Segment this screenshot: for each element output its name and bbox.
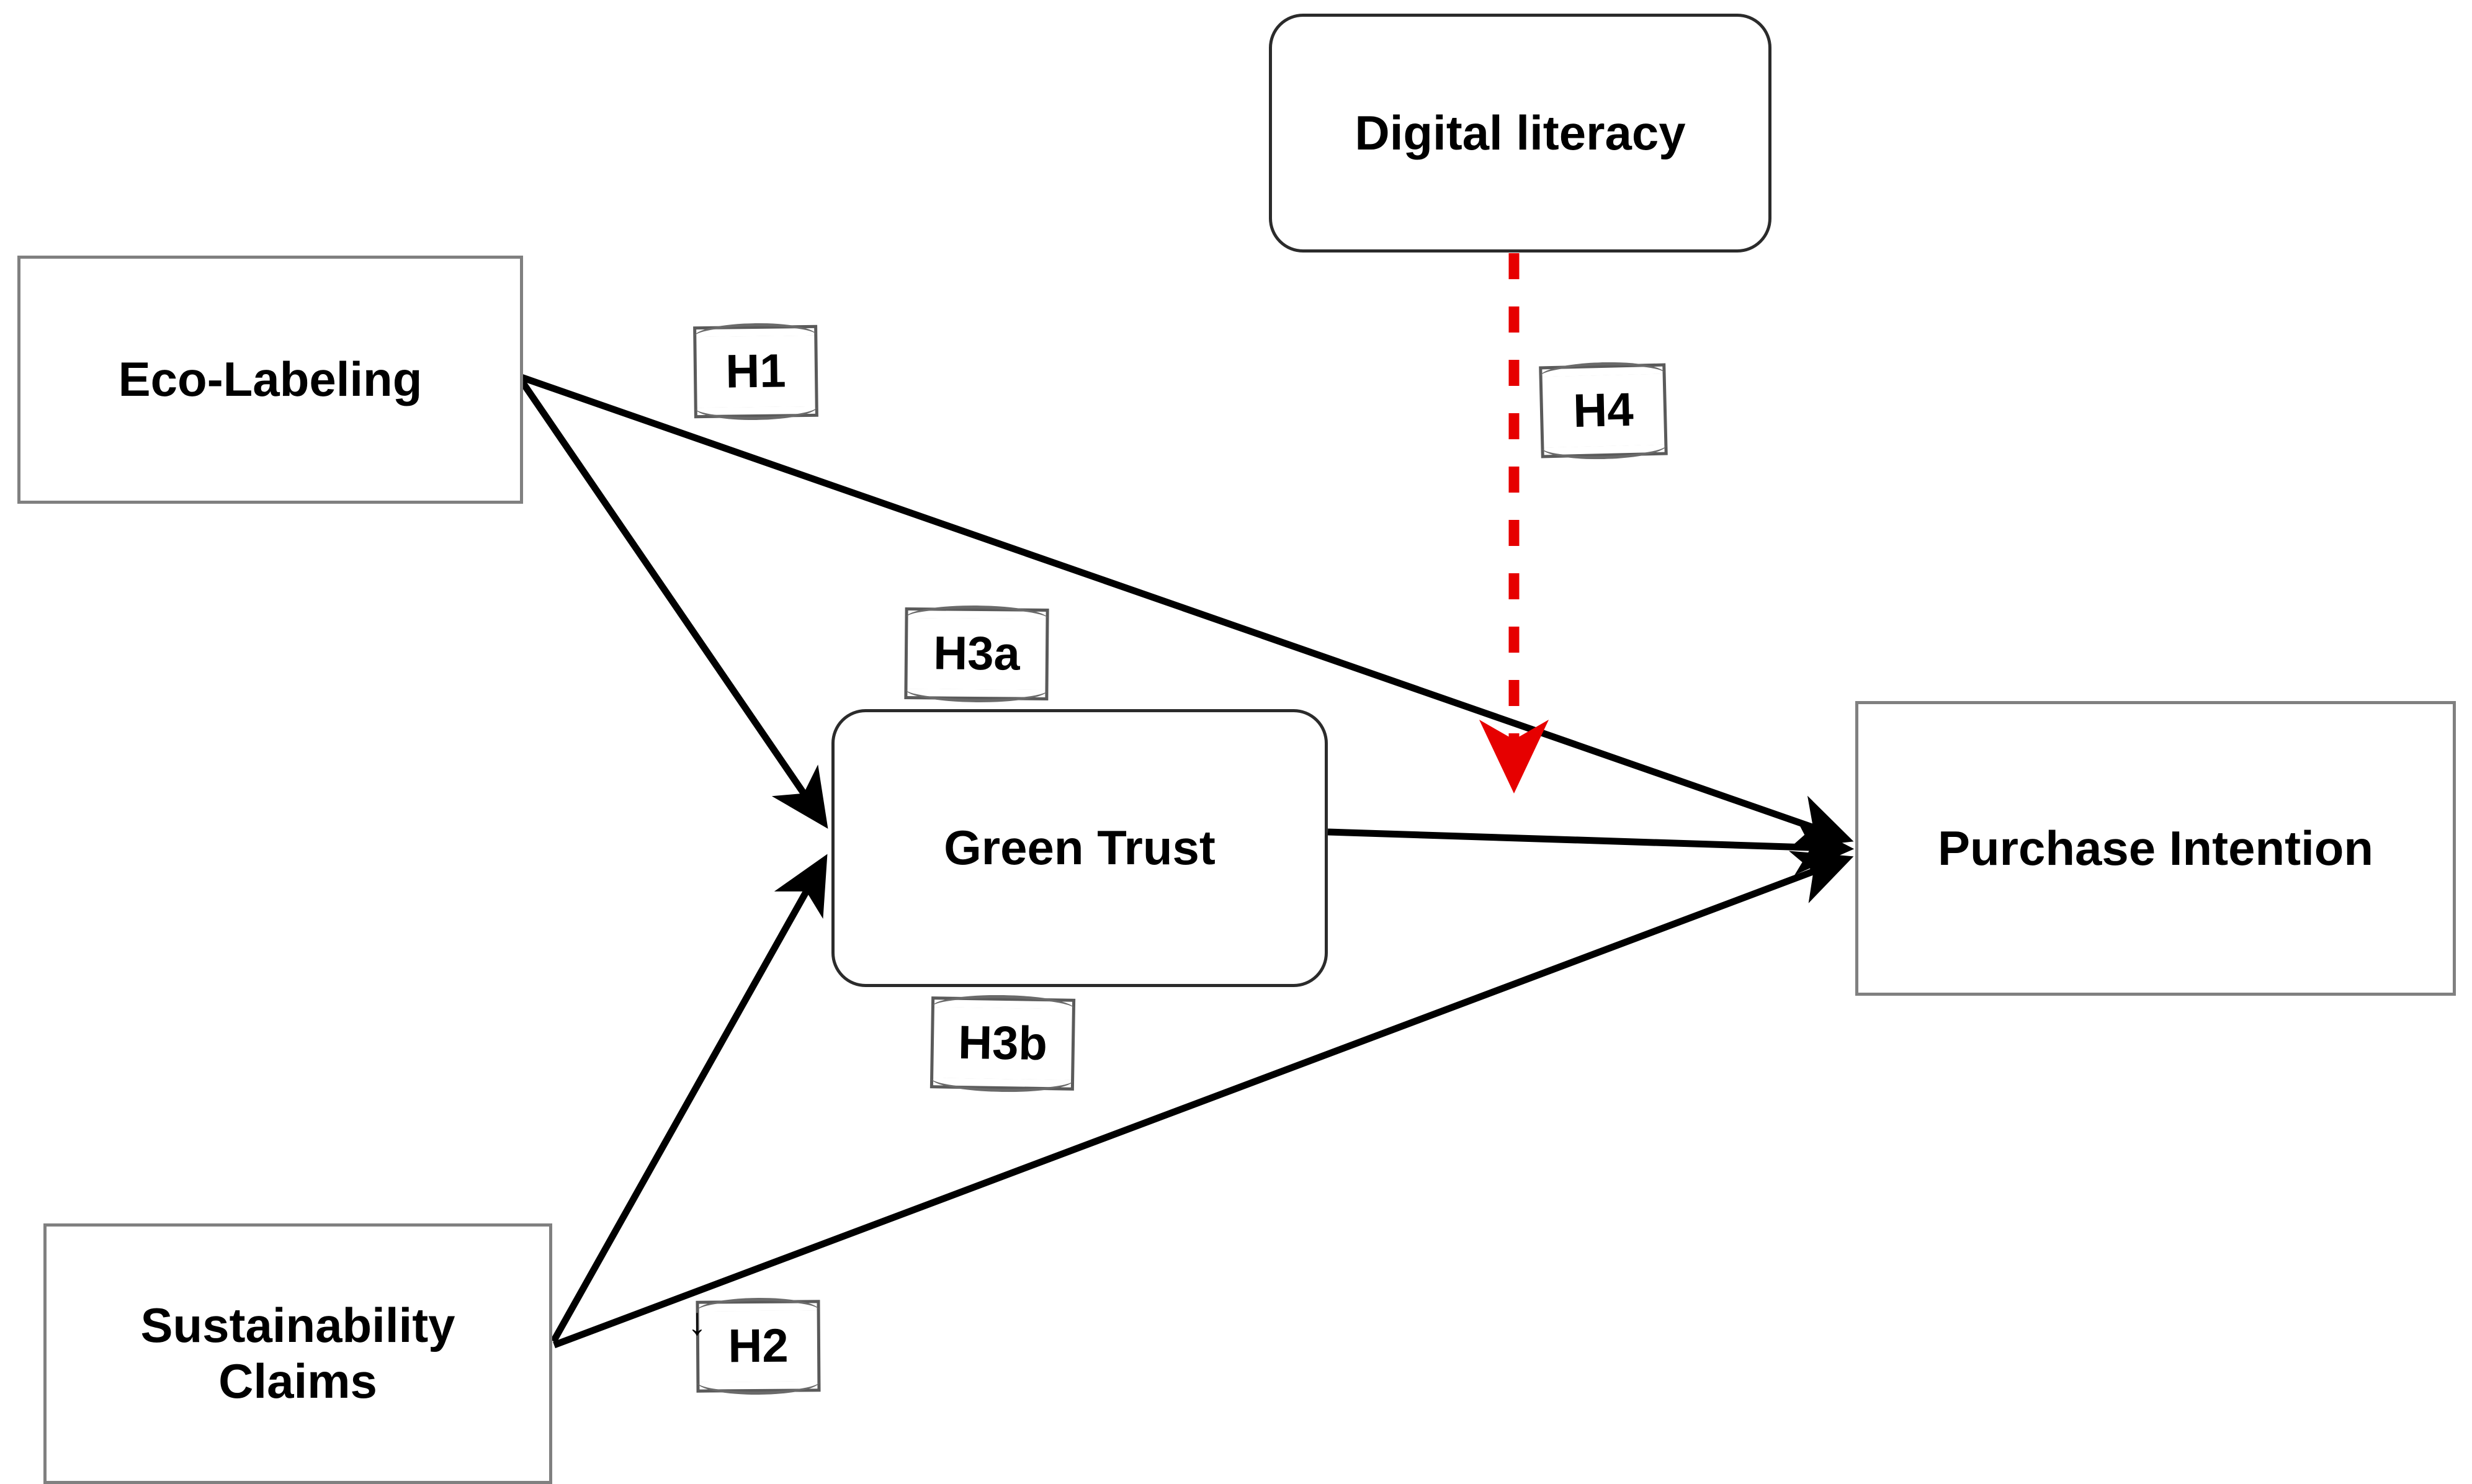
node-sustainability-claims-label-line1: Sustainability	[140, 1298, 455, 1353]
node-eco-labeling-label: Eco-Labeling	[118, 352, 423, 407]
node-purchase-intention-label: Purchase Intention	[1937, 820, 2374, 875]
node-green-trust-label: Green Trust	[944, 820, 1216, 875]
hypothesis-label-h2-text: H2	[728, 1319, 789, 1372]
hypothesis-label-h4-text: H4	[1572, 383, 1634, 437]
node-purchase-intention[interactable]: Purchase Intention	[1855, 701, 2456, 996]
node-sustainability-claims-label: Sustainability Claims	[129, 1298, 466, 1409]
hypothesis-label-h4[interactable]: H4	[1539, 363, 1668, 458]
node-green-trust[interactable]: Green Trust	[831, 709, 1328, 987]
hypothesis-label-h1[interactable]: H1	[693, 324, 818, 419]
hypothesis-label-h3b-text: H3b	[957, 1016, 1048, 1070]
hypothesis-label-h3a-text: H3a	[933, 626, 1021, 681]
node-digital-literacy-label: Digital literacy	[1355, 105, 1686, 160]
h2-tick-arrow-icon: ↓	[687, 1300, 707, 1343]
edge-green-trust-to-purchase	[1327, 819, 1855, 875]
hypothesis-label-h2[interactable]: H2	[696, 1300, 821, 1393]
node-eco-labeling[interactable]: Eco-Labeling	[17, 256, 523, 504]
hypothesis-label-h3b[interactable]: H3b	[929, 996, 1076, 1091]
node-sustainability-claims[interactable]: Sustainability Claims	[43, 1223, 552, 1484]
edge-sustainability-to-green-trust	[550, 854, 828, 1343]
node-digital-literacy[interactable]: Digital literacy	[1269, 14, 1771, 253]
hypothesis-label-h1-text: H1	[725, 344, 787, 398]
hypothesis-label-h3a[interactable]: H3a	[904, 607, 1049, 701]
node-sustainability-claims-label-line2: Claims	[218, 1354, 377, 1408]
edge-eco-to-green-trust	[519, 380, 828, 829]
